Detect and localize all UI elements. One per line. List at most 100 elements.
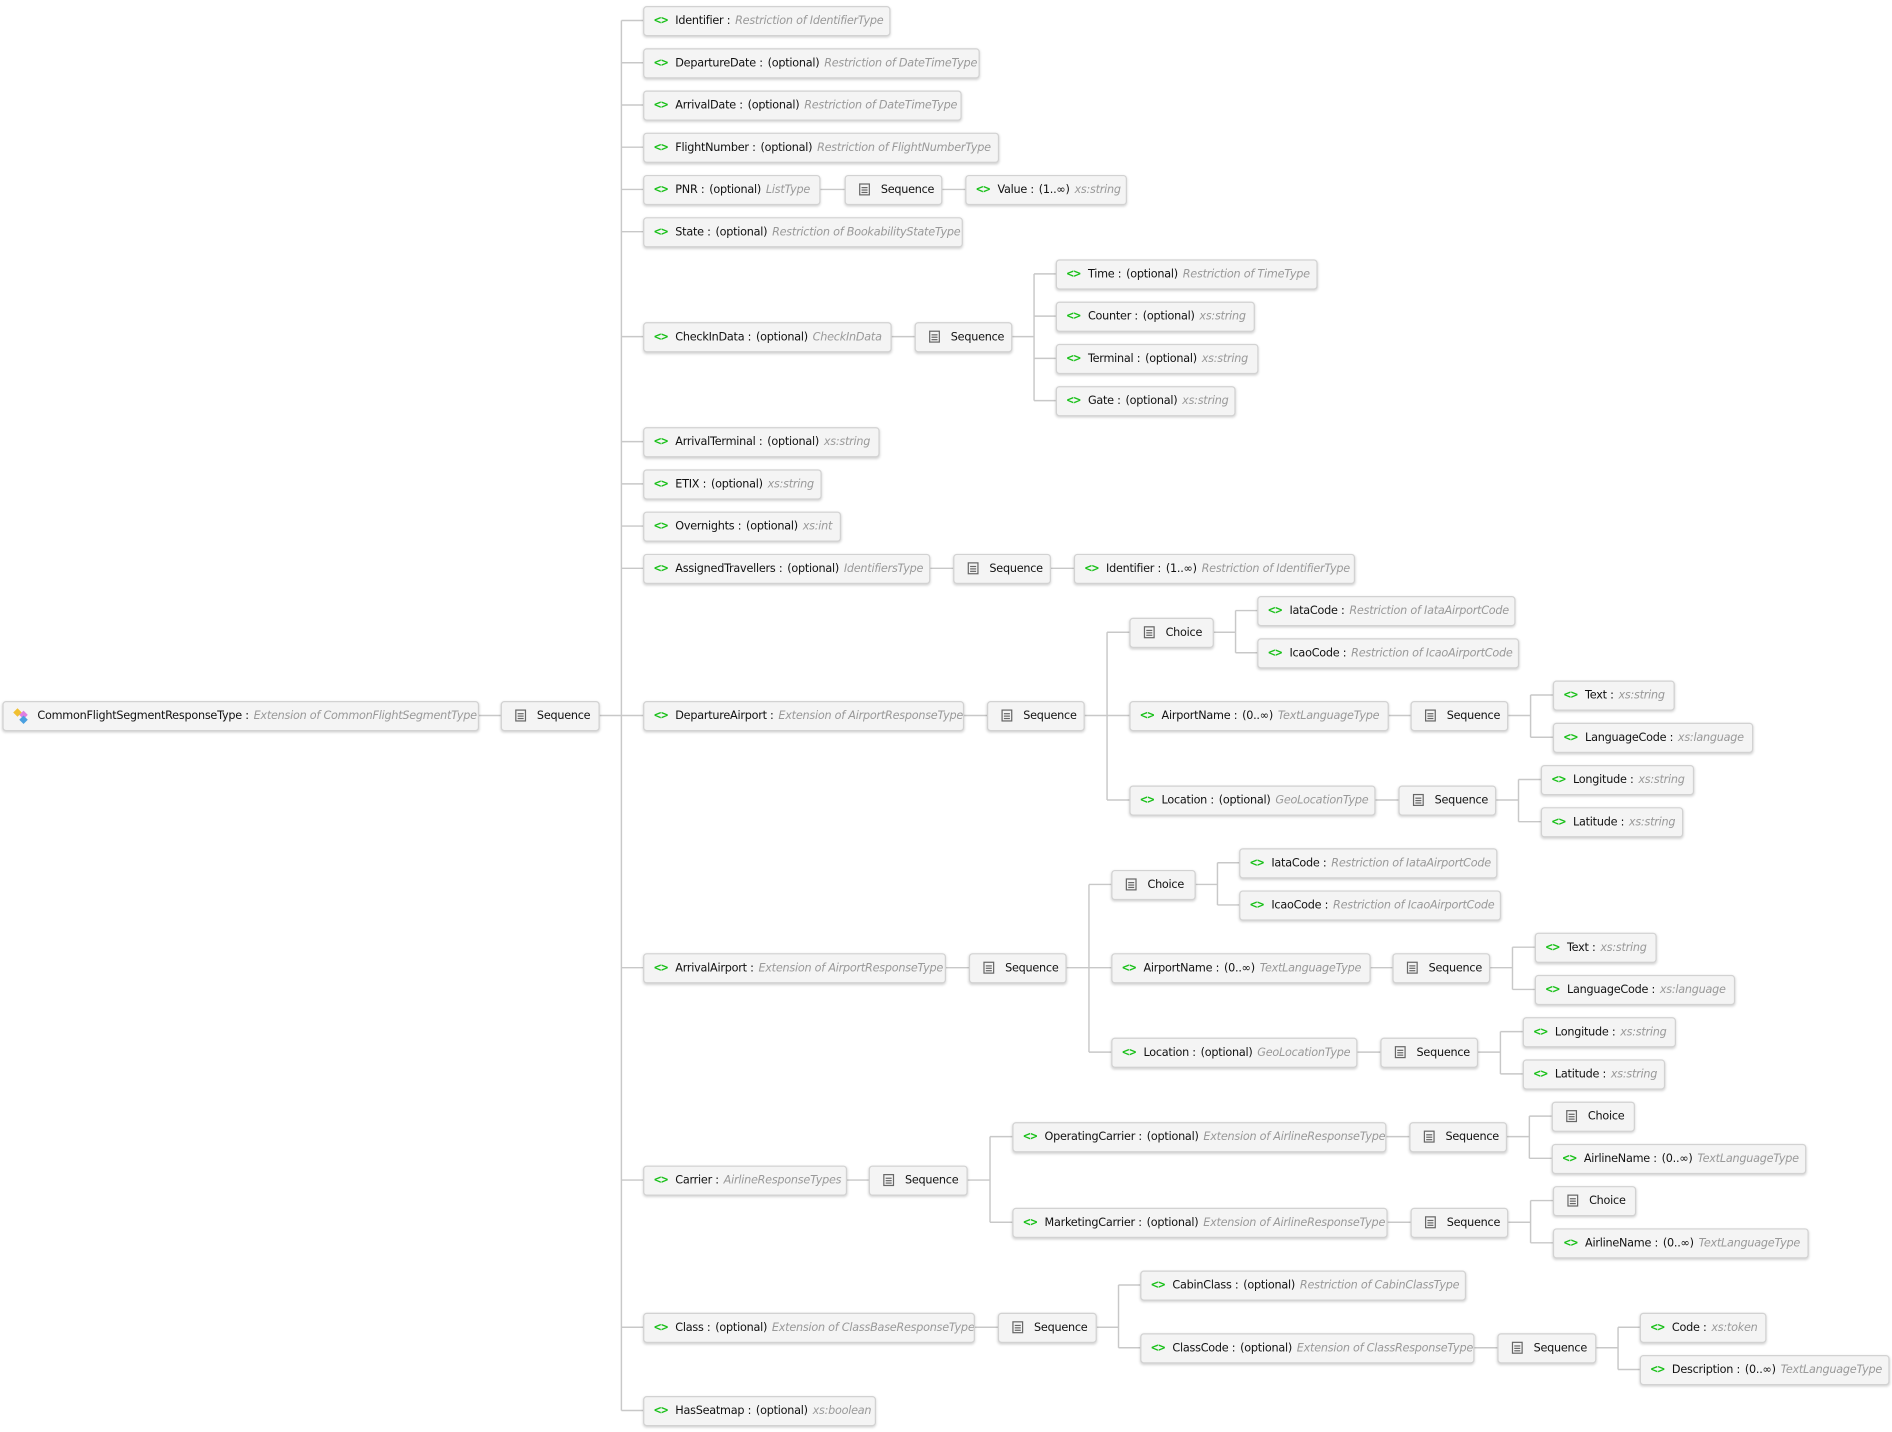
sequence-node[interactable]: Sequence bbox=[997, 1312, 1097, 1343]
element-node[interactable]: <>HasSeatmap(optional)xs:boolean bbox=[643, 1395, 876, 1426]
sequence-label: Sequence bbox=[1445, 1129, 1500, 1144]
element-icon: <> bbox=[1533, 1025, 1548, 1039]
element-node[interactable]: <>FlightNumber(optional)Restriction of F… bbox=[643, 132, 1000, 163]
element-node[interactable]: <>AssignedTravellers(optional)Identifier… bbox=[643, 553, 931, 584]
element-icon: <> bbox=[1250, 898, 1265, 912]
element-node[interactable]: <>IataCodeRestriction of IataAirportCode bbox=[1239, 847, 1498, 878]
sequence-icon bbox=[1012, 1321, 1024, 1334]
element-node[interactable]: <>LanguageCodexs:language bbox=[1534, 974, 1736, 1005]
element-node[interactable]: <>CheckInData(optional)CheckInData bbox=[643, 321, 892, 352]
element-node[interactable]: <>Textxs:string bbox=[1552, 679, 1675, 711]
type-name: ListType bbox=[765, 182, 811, 197]
element-node[interactable]: <>MarketingCarrier(optional)Extension of… bbox=[1012, 1207, 1388, 1238]
element-node[interactable]: <>Terminal(optional)xs:string bbox=[1055, 343, 1259, 374]
type-name: xs:string bbox=[1201, 351, 1249, 365]
type-name: xs:string bbox=[823, 434, 871, 449]
element-name: IcaoCode bbox=[1271, 898, 1328, 911]
complex-type-node[interactable]: CommonFlightSegmentResponseTypeExtension… bbox=[2, 700, 480, 731]
element-name: DepartureDate bbox=[675, 56, 762, 69]
element-node[interactable]: <>Latitudexs:string bbox=[1540, 806, 1684, 837]
element-node[interactable]: <>ArrivalTerminal(optional)xs:string bbox=[643, 426, 880, 457]
element-icon: <> bbox=[1140, 708, 1155, 723]
element-name: Time bbox=[1088, 267, 1121, 280]
sequence-node[interactable]: Sequence bbox=[968, 952, 1067, 983]
sequence-node[interactable]: Sequence bbox=[1392, 952, 1491, 983]
type-name: xs:string bbox=[1628, 815, 1676, 829]
element-node[interactable]: <>Time(optional)Restriction of TimeType bbox=[1055, 258, 1318, 289]
element-icon: <> bbox=[1140, 793, 1155, 807]
element-node[interactable]: <>AirportName(0..∞)TextLanguageType bbox=[1129, 700, 1389, 731]
element-node[interactable]: <>PNR(optional)ListType bbox=[643, 174, 821, 205]
element-node[interactable]: <>CarrierAirlineResponseTypes bbox=[643, 1164, 848, 1196]
element-node[interactable]: <>Identifier(1..∞)Restriction of Identif… bbox=[1073, 553, 1356, 584]
element-node[interactable]: <>AirlineName(0..∞)TextLanguageType bbox=[1552, 1227, 1809, 1258]
sequence-node[interactable]: Sequence bbox=[1410, 1207, 1509, 1238]
element-node[interactable]: <>IataCodeRestriction of IataAirportCode bbox=[1257, 595, 1516, 626]
element-node[interactable]: <>Value(1..∞)xs:string bbox=[965, 174, 1127, 205]
sequence-icon bbox=[967, 562, 979, 575]
element-node[interactable]: <>IcaoCodeRestriction of IcaoAirportCode bbox=[1257, 637, 1520, 668]
element-node[interactable]: <>ETIX(optional)xs:string bbox=[643, 468, 822, 499]
element-name: AirlineName bbox=[1585, 1236, 1658, 1249]
sequence-node[interactable]: Sequence bbox=[1380, 1037, 1479, 1068]
choice-node[interactable]: Choice bbox=[1551, 1101, 1635, 1132]
occurrence: (optional) bbox=[1126, 267, 1178, 281]
choice-node[interactable]: Choice bbox=[1129, 617, 1214, 648]
occurrence: (optional) bbox=[755, 1403, 808, 1418]
element-name: IcaoCode bbox=[1289, 646, 1346, 659]
sequence-node[interactable]: Sequence bbox=[1398, 784, 1497, 816]
element-node[interactable]: <>Counter(optional)xs:string bbox=[1055, 301, 1255, 332]
element-node[interactable]: <>Overnights(optional)xs:int bbox=[643, 510, 842, 542]
element-node[interactable]: <>Longitudexs:string bbox=[1540, 764, 1695, 795]
element-node[interactable]: <>State(optional)Restriction of Bookabil… bbox=[643, 216, 963, 247]
element-node[interactable]: <>Description(0..∞)TextLanguageType bbox=[1639, 1354, 1890, 1385]
element-node[interactable]: <>ArrivalAirportExtension of AirportResp… bbox=[643, 952, 946, 983]
sequence-label: Sequence bbox=[904, 1173, 959, 1187]
element-node[interactable]: <>Longitudexs:string bbox=[1522, 1016, 1676, 1047]
element-name: HasSeatmap bbox=[675, 1404, 751, 1417]
element-node[interactable]: <>Codexs:token bbox=[1639, 1312, 1767, 1343]
sequence-label: Sequence bbox=[1034, 1320, 1088, 1334]
sequence-node[interactable]: Sequence bbox=[986, 700, 1085, 731]
sequence-node[interactable]: Sequence bbox=[1497, 1332, 1597, 1363]
occurrence: (optional) bbox=[709, 182, 762, 197]
type-name: Extension of AirlineResponseType bbox=[1203, 1129, 1386, 1144]
type-name: xs:string bbox=[1620, 1025, 1667, 1039]
element-node[interactable]: <>DepartureAirportExtension of AirportRe… bbox=[643, 700, 965, 731]
sequence-node[interactable]: Sequence bbox=[500, 700, 600, 731]
element-name: Latitude bbox=[1555, 1067, 1606, 1080]
type-name: xs:string bbox=[1182, 393, 1229, 408]
element-node[interactable]: <>DepartureDate(optional)Restriction of … bbox=[643, 47, 980, 78]
element-node[interactable]: <>CabinClass(optional)Restriction of Cab… bbox=[1140, 1269, 1467, 1301]
element-node[interactable]: <>Textxs:string bbox=[1534, 932, 1657, 963]
element-node[interactable]: <>Latitudexs:string bbox=[1522, 1058, 1666, 1089]
element-node[interactable]: <>ArrivalDate(optional)Restriction of Da… bbox=[643, 89, 962, 121]
sequence-node[interactable]: Sequence bbox=[953, 553, 1051, 584]
element-node[interactable]: <>OperatingCarrier(optional)Extension of… bbox=[1012, 1121, 1387, 1152]
sequence-icon bbox=[1424, 709, 1436, 722]
element-icon: <> bbox=[1066, 309, 1081, 323]
element-node[interactable]: <>IdentifierRestriction of IdentifierTyp… bbox=[643, 5, 891, 36]
sequence-node[interactable]: Sequence bbox=[868, 1164, 968, 1196]
element-node[interactable]: <>Gate(optional)xs:string bbox=[1055, 385, 1236, 416]
element-node[interactable]: <>LanguageCodexs:language bbox=[1552, 722, 1754, 753]
sequence-node[interactable]: Sequence bbox=[844, 174, 943, 205]
element-node[interactable]: <>Location(optional)GeoLocationType bbox=[1129, 784, 1376, 816]
choice-node[interactable]: Choice bbox=[1552, 1185, 1637, 1216]
sequence-node[interactable]: Sequence bbox=[914, 321, 1013, 352]
element-node[interactable]: <>AirlineName(0..∞)TextLanguageType bbox=[1551, 1143, 1807, 1174]
element-node[interactable]: <>AirportName(0..∞)TextLanguageType bbox=[1111, 952, 1371, 983]
type-name: xs:string bbox=[1600, 940, 1647, 954]
type-name: xs:language bbox=[1659, 982, 1726, 997]
sequence-node[interactable]: Sequence bbox=[1409, 1121, 1508, 1152]
element-node[interactable]: <>Class(optional)Extension of ClassBaseR… bbox=[643, 1312, 975, 1343]
element-icon: <> bbox=[1122, 961, 1137, 975]
type-name: Restriction of FlightNumberType bbox=[817, 140, 991, 154]
element-node[interactable]: <>Location(optional)GeoLocationType bbox=[1111, 1037, 1358, 1068]
element-node[interactable]: <>ClassCode(optional)Extension of ClassR… bbox=[1140, 1332, 1475, 1363]
sequence-node[interactable]: Sequence bbox=[1410, 700, 1509, 731]
type-name: Extension of CommonFlightSegmentType bbox=[253, 708, 477, 723]
choice-node[interactable]: Choice bbox=[1111, 869, 1196, 900]
element-name: Value bbox=[997, 183, 1033, 196]
element-node[interactable]: <>IcaoCodeRestriction of IcaoAirportCode bbox=[1239, 889, 1502, 921]
